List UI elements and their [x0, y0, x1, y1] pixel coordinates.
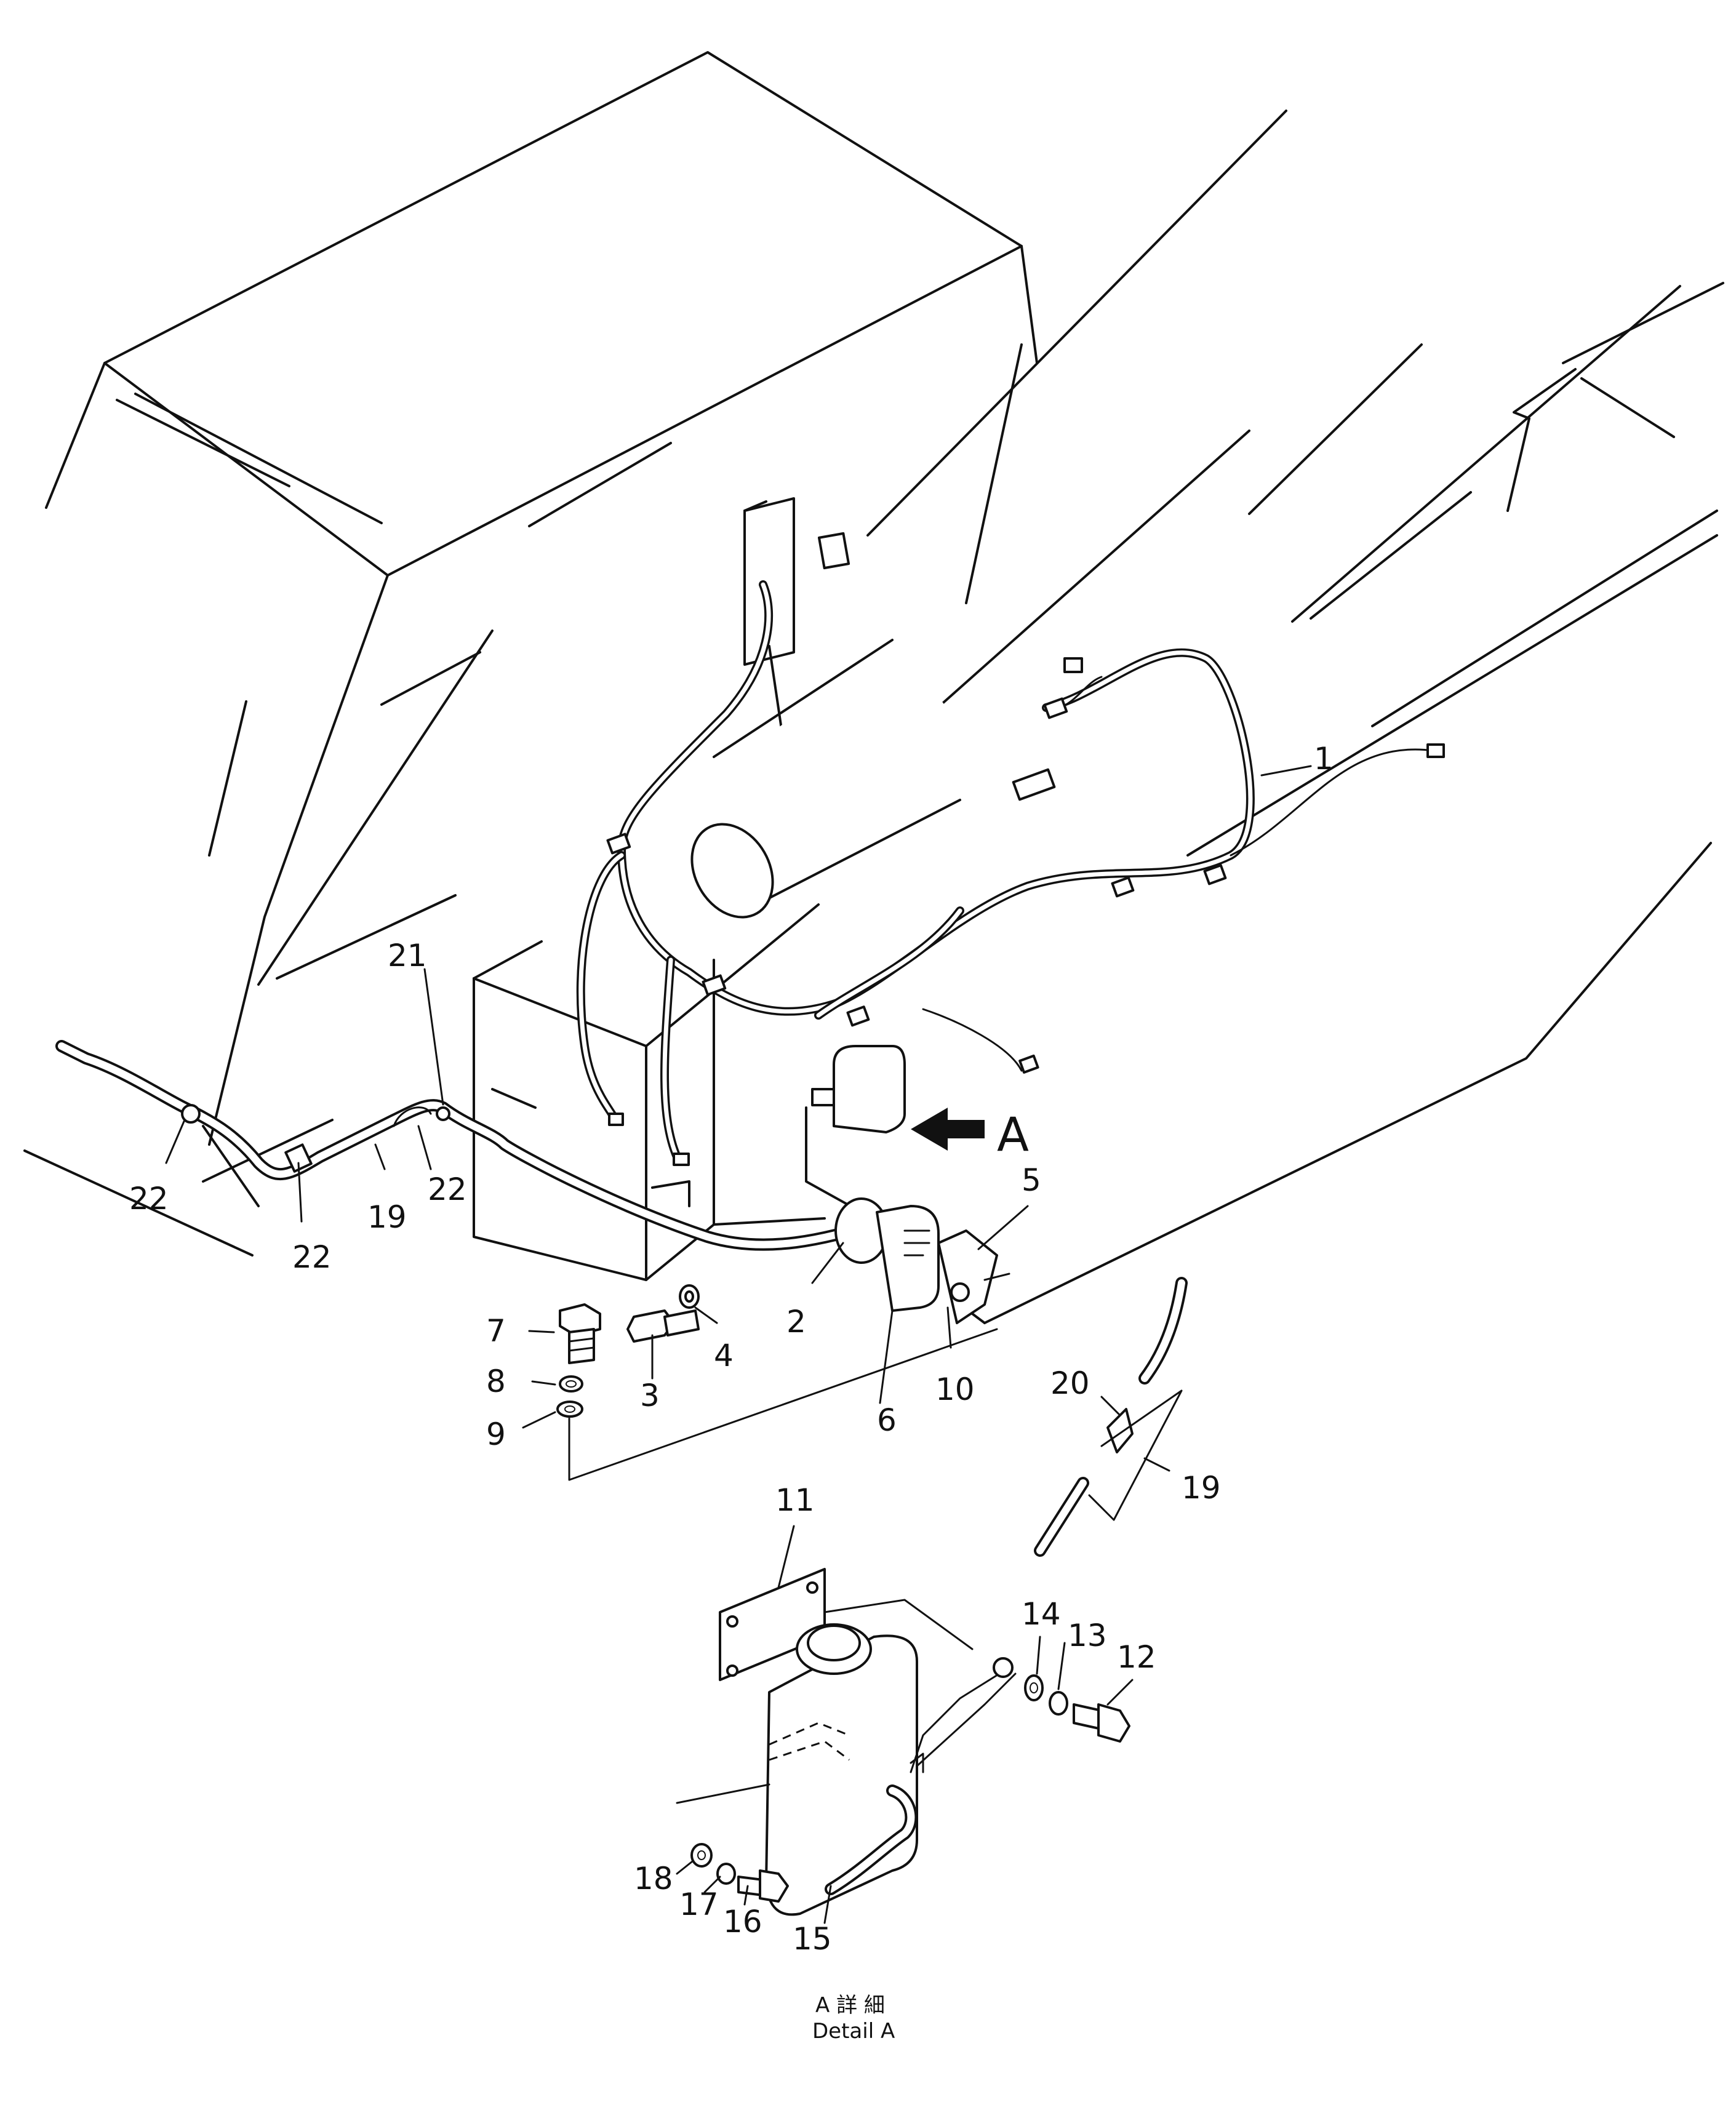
spring-washer-17 — [716, 1863, 736, 1885]
caption-japanese: A 詳 細 — [815, 1993, 885, 2018]
callout-10: 10 — [935, 1372, 975, 1407]
callout-22-left: 22 — [129, 1181, 169, 1217]
relay-box — [743, 497, 850, 666]
view-marker: A — [997, 1107, 1029, 1162]
bolt-3 — [626, 1309, 700, 1343]
callout-17: 17 — [679, 1887, 719, 1922]
wire-harness — [576, 580, 1445, 1166]
view-arrow — [911, 1108, 985, 1151]
callout-7: 7 — [486, 1313, 506, 1349]
callout-12: 12 — [1117, 1639, 1156, 1675]
callout-22-center: 22 — [292, 1239, 332, 1275]
callout-5: 5 — [1022, 1162, 1041, 1198]
callout-6: 6 — [877, 1402, 897, 1438]
callout-19-main: 19 — [367, 1199, 407, 1235]
washer-tank — [676, 1599, 1017, 1916]
washer-motor — [834, 1197, 1010, 1324]
bolt-12 — [1073, 1703, 1130, 1743]
callout-19-detail: 19 — [1182, 1470, 1221, 1506]
frame-outline — [768, 110, 1724, 1324]
washer-9 — [556, 1401, 583, 1418]
washer-18 — [690, 1843, 713, 1868]
callout-16: 16 — [723, 1904, 762, 1940]
bolt-7 — [559, 1303, 601, 1364]
callout-3: 3 — [640, 1378, 660, 1413]
callout-8: 8 — [486, 1364, 506, 1399]
washer-hose — [55, 1040, 880, 1251]
callouts: 1 2 3 4 5 6 7 8 9 10 11 12 13 14 15 16 1… — [129, 741, 1334, 1957]
callout-4: 4 — [714, 1338, 734, 1373]
callout-21: 21 — [388, 938, 427, 973]
spring-washer-8 — [559, 1375, 583, 1393]
caption-english: Detail A — [812, 2019, 895, 2044]
washer-14 — [1024, 1674, 1044, 1701]
callout-9: 9 — [486, 1417, 506, 1452]
cab-outline — [23, 51, 1038, 1257]
washer-4 — [679, 1284, 700, 1309]
callout-18: 18 — [634, 1861, 673, 1896]
control-box — [473, 903, 826, 1281]
leader-lines — [165, 765, 1312, 1924]
callout-22-right: 22 — [428, 1172, 467, 1207]
bracket-line — [568, 1328, 998, 1481]
callout-11: 11 — [775, 1482, 815, 1518]
spring-washer-13 — [1049, 1691, 1068, 1716]
callout-15: 15 — [793, 1921, 832, 1957]
cylinder — [690, 639, 997, 919]
callout-14: 14 — [1022, 1596, 1061, 1632]
bolt-16 — [737, 1869, 789, 1903]
callout-13: 13 — [1068, 1618, 1107, 1653]
callout-1: 1 — [1314, 741, 1334, 777]
callout-20: 20 — [1050, 1365, 1090, 1401]
callout-2: 2 — [786, 1304, 806, 1340]
hose-detail — [1034, 1277, 1188, 1557]
